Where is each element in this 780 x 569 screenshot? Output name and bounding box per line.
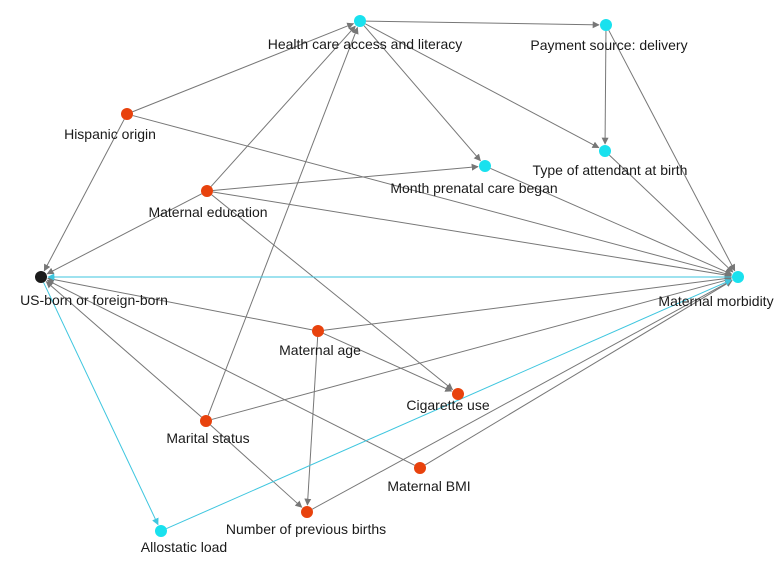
node-usb [35, 271, 47, 283]
edge-hcal-to-mpc [363, 25, 481, 162]
node-toa [599, 145, 611, 157]
node-cig [452, 388, 464, 400]
node-label-npb: Number of previous births [226, 521, 386, 537]
node-hisp [121, 108, 133, 120]
node-label-allo: Allostatic load [141, 539, 227, 555]
node-npb [301, 506, 313, 518]
edge-toa-to-mm [609, 154, 734, 273]
edge-mage-to-usb [47, 276, 313, 331]
node-medu [201, 185, 213, 197]
edge-hisp-to-hcal [132, 22, 355, 113]
edge-mar-to-mm [211, 277, 732, 420]
edge-mar-to-npb [210, 424, 303, 508]
node-pay [600, 19, 612, 31]
edge-hisp-to-usb [43, 119, 125, 272]
edge-hcal-to-toa [365, 23, 600, 149]
node-hcal [354, 15, 366, 27]
edge-bmi-to-usb [46, 279, 415, 466]
edge-mar-to-hcal [207, 26, 359, 416]
node-label-bmi: Maternal BMI [387, 478, 470, 494]
node-label-toa: Type of attendant at birth [533, 162, 688, 178]
node-allo [155, 525, 167, 537]
node-mage [312, 325, 324, 337]
node-label-cig: Cigarette use [406, 397, 489, 413]
node-label-mage: Maternal age [279, 342, 361, 358]
edge-hcal-to-pay [365, 20, 600, 29]
edge-mage-to-npb [304, 336, 319, 506]
edge-pay-to-mm [608, 30, 736, 272]
edge-npb-to-mm [312, 279, 733, 510]
node-label-usb: US-born or foreign-born [20, 292, 168, 308]
edge-mage-to-cig [323, 333, 453, 392]
node-label-hcal: Health care access and literacy [268, 36, 463, 52]
edge-medu-to-cig [211, 194, 454, 391]
edge-usb-to-allo [43, 282, 159, 526]
node-label-mm: Maternal morbidity [658, 293, 773, 309]
node-mar [200, 415, 212, 427]
edge-bmi-to-mm [424, 280, 733, 466]
edge-hisp-to-mm [132, 115, 732, 277]
node-mm [732, 271, 744, 283]
edge-medu-to-mm [212, 191, 732, 279]
edge-pay-to-toa [601, 30, 609, 145]
labels-layer: Health care access and literacy Payment s… [20, 36, 774, 555]
node-label-mpc: Month prenatal care began [390, 180, 557, 196]
node-label-medu: Maternal education [148, 204, 267, 220]
edge-mage-to-mm [323, 275, 732, 331]
node-label-mar: Marital status [166, 430, 249, 446]
node-bmi [414, 462, 426, 474]
node-label-pay: Payment source: delivery [530, 37, 687, 53]
nodes-layer [35, 15, 744, 537]
edge-medu-to-mpc [212, 163, 479, 191]
edge-allo-to-mm [166, 279, 733, 530]
edge-mar-to-usb [45, 281, 202, 418]
edge-medu-to-hcal [210, 25, 356, 187]
node-label-hisp: Hispanic origin [64, 126, 156, 142]
edge-mpc-to-mm [490, 167, 733, 275]
edges-layer [43, 20, 736, 530]
edge-medu-to-usb [46, 193, 202, 275]
node-mpc [479, 160, 491, 172]
